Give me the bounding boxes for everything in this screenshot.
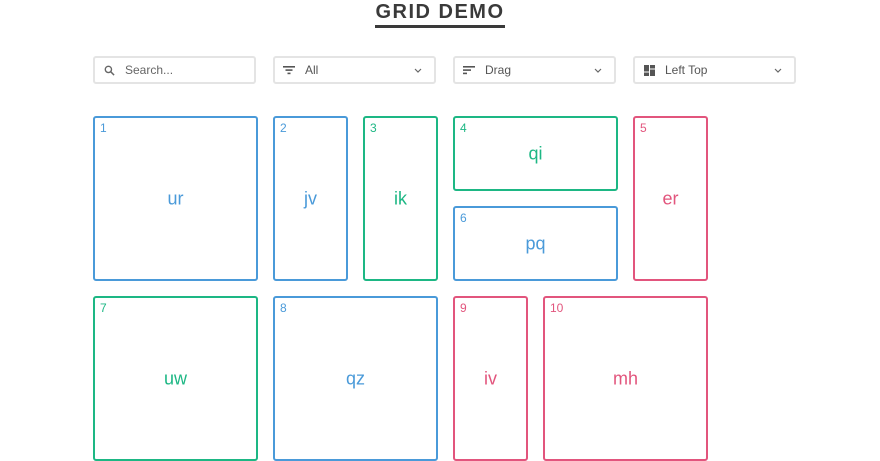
filter-select[interactable]: All (273, 56, 436, 84)
header: GRID DEMO (0, 0, 880, 28)
item-number: 4 (460, 121, 467, 135)
grid-item[interactable]: 4 qi (453, 116, 618, 191)
grid-item[interactable]: 7 uw (93, 296, 258, 461)
item-label: pq (525, 233, 546, 253)
grid-item[interactable]: 2 jv (273, 116, 348, 281)
grid-item[interactable]: 10 mh (543, 296, 708, 461)
grid-item[interactable]: 1 ur (93, 116, 258, 281)
grid-item[interactable]: 6 pq (453, 206, 618, 281)
item-label: mh (612, 368, 638, 388)
layout-icon (643, 64, 655, 76)
item-label: uw (163, 368, 187, 388)
item-number: 3 (370, 121, 377, 135)
item-label: iv (484, 368, 497, 388)
search-field[interactable] (93, 56, 256, 84)
item-label: ur (167, 188, 184, 208)
item-label: qi (528, 143, 543, 163)
chevron-down-icon (594, 68, 604, 73)
item-label: jv (304, 188, 317, 208)
grid-item[interactable]: 8 qz (273, 296, 438, 461)
search-icon (103, 64, 115, 76)
item-label: ik (394, 188, 407, 208)
item-label: er (662, 188, 679, 208)
item-label: qz (345, 368, 365, 388)
filter-value: All (305, 63, 319, 77)
item-number: 9 (460, 301, 467, 315)
chevron-down-icon (414, 68, 424, 73)
layout-value: Left Top (665, 63, 708, 77)
grid-item[interactable]: 3 ik (363, 116, 438, 281)
item-number: 8 (280, 301, 287, 315)
item-number: 6 (460, 211, 467, 225)
sort-value: Drag (485, 63, 512, 77)
filter-icon (283, 64, 295, 76)
chevron-down-icon (774, 68, 784, 73)
grid-item[interactable]: 5 er (633, 116, 708, 281)
sort-icon (463, 64, 475, 76)
grid-item[interactable]: 9 iv (453, 296, 528, 461)
item-number: 7 (100, 301, 107, 315)
sort-select[interactable]: Drag (453, 56, 616, 84)
item-number: 10 (550, 301, 564, 315)
item-number: 2 (280, 121, 287, 135)
item-number: 1 (100, 121, 107, 135)
search-input[interactable] (125, 63, 235, 77)
item-number: 5 (640, 121, 647, 135)
layout-select[interactable]: Left Top (633, 56, 796, 84)
page-title: GRID DEMO (375, 1, 505, 28)
